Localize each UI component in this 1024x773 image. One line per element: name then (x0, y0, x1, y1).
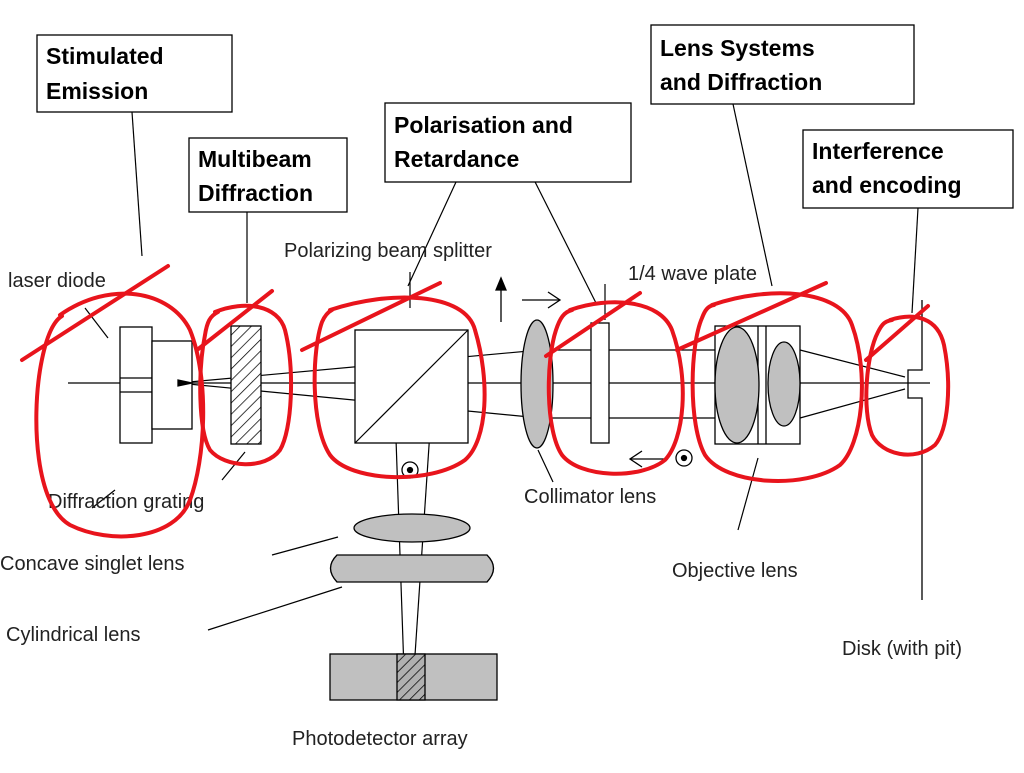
topic-box-lens-systems: Lens Systems and Diffraction (650, 24, 915, 105)
dot-circle-icon (675, 449, 693, 467)
label-diffraction-grating: Diffraction grating (48, 491, 204, 513)
topic-box-stimulated-emission: Stimulated Emission (36, 34, 233, 113)
label-cylindrical-lens: Cylindrical lens (6, 624, 141, 646)
topic-line-2: Retardance (394, 146, 519, 172)
disk-with-pit (907, 300, 923, 600)
quarter-wave-plate (590, 322, 610, 444)
topic-line-1: Polarisation and (394, 112, 573, 138)
callout-leaders (131, 103, 919, 314)
label-collimator-lens: Collimator lens (524, 486, 656, 508)
red-loop-waveplate (546, 300, 685, 476)
collimator-lens (520, 319, 554, 449)
component-labels: laser diode Diffraction grating Polarizi… (0, 240, 962, 750)
topic-line-1: Interference (812, 138, 944, 164)
label-quarter-wave-plate: 1/4 wave plate (628, 263, 757, 285)
red-stroke-2 (195, 289, 274, 352)
leader-lines (84, 272, 759, 631)
label-photodetector-array: Photodetector array (292, 728, 468, 750)
laser-diode (119, 326, 193, 444)
label-objective-lens: Objective lens (672, 560, 798, 582)
red-annotations (20, 264, 951, 539)
topic-line-2: and Diffraction (660, 69, 822, 95)
red-loop-disk (864, 314, 951, 457)
red-stroke-3 (300, 281, 442, 352)
label-disk: Disk (with pit) (842, 638, 962, 660)
topic-line-2: and encoding (812, 172, 962, 198)
beam-paths (68, 329, 930, 701)
beam-focus-lower (799, 388, 906, 419)
red-loop-laser (34, 291, 206, 539)
red-loop-grating (198, 303, 294, 467)
label-polarizing-beam-splitter: Polarizing beam splitter (284, 240, 492, 262)
polarization-indicators (401, 276, 693, 479)
red-loop-splitter (312, 295, 487, 480)
topic-line-2: Emission (46, 78, 148, 104)
red-loop-objective (690, 291, 864, 483)
topic-line-1: Multibeam (198, 146, 312, 172)
beam-focus-upper (799, 349, 906, 378)
topic-line-1: Lens Systems (660, 35, 815, 61)
objective-lens (714, 325, 801, 445)
label-laser-diode: laser diode (8, 270, 106, 292)
photodetector-array (329, 653, 498, 701)
cylindrical-lens (329, 554, 495, 583)
topic-box-polarisation: Polarisation and Retardance (384, 102, 632, 183)
topic-line-2: Diffraction (198, 180, 313, 206)
topic-box-multibeam-diffraction: Multibeam Diffraction (188, 137, 348, 213)
topic-box-interference: Interference and encoding (802, 129, 1014, 209)
red-stroke-6 (864, 304, 930, 362)
label-concave-singlet-lens: Concave singlet lens (0, 553, 185, 575)
diffraction-grating (230, 325, 262, 445)
topic-line-1: Stimulated (46, 43, 164, 69)
concave-singlet-lens (353, 513, 471, 543)
